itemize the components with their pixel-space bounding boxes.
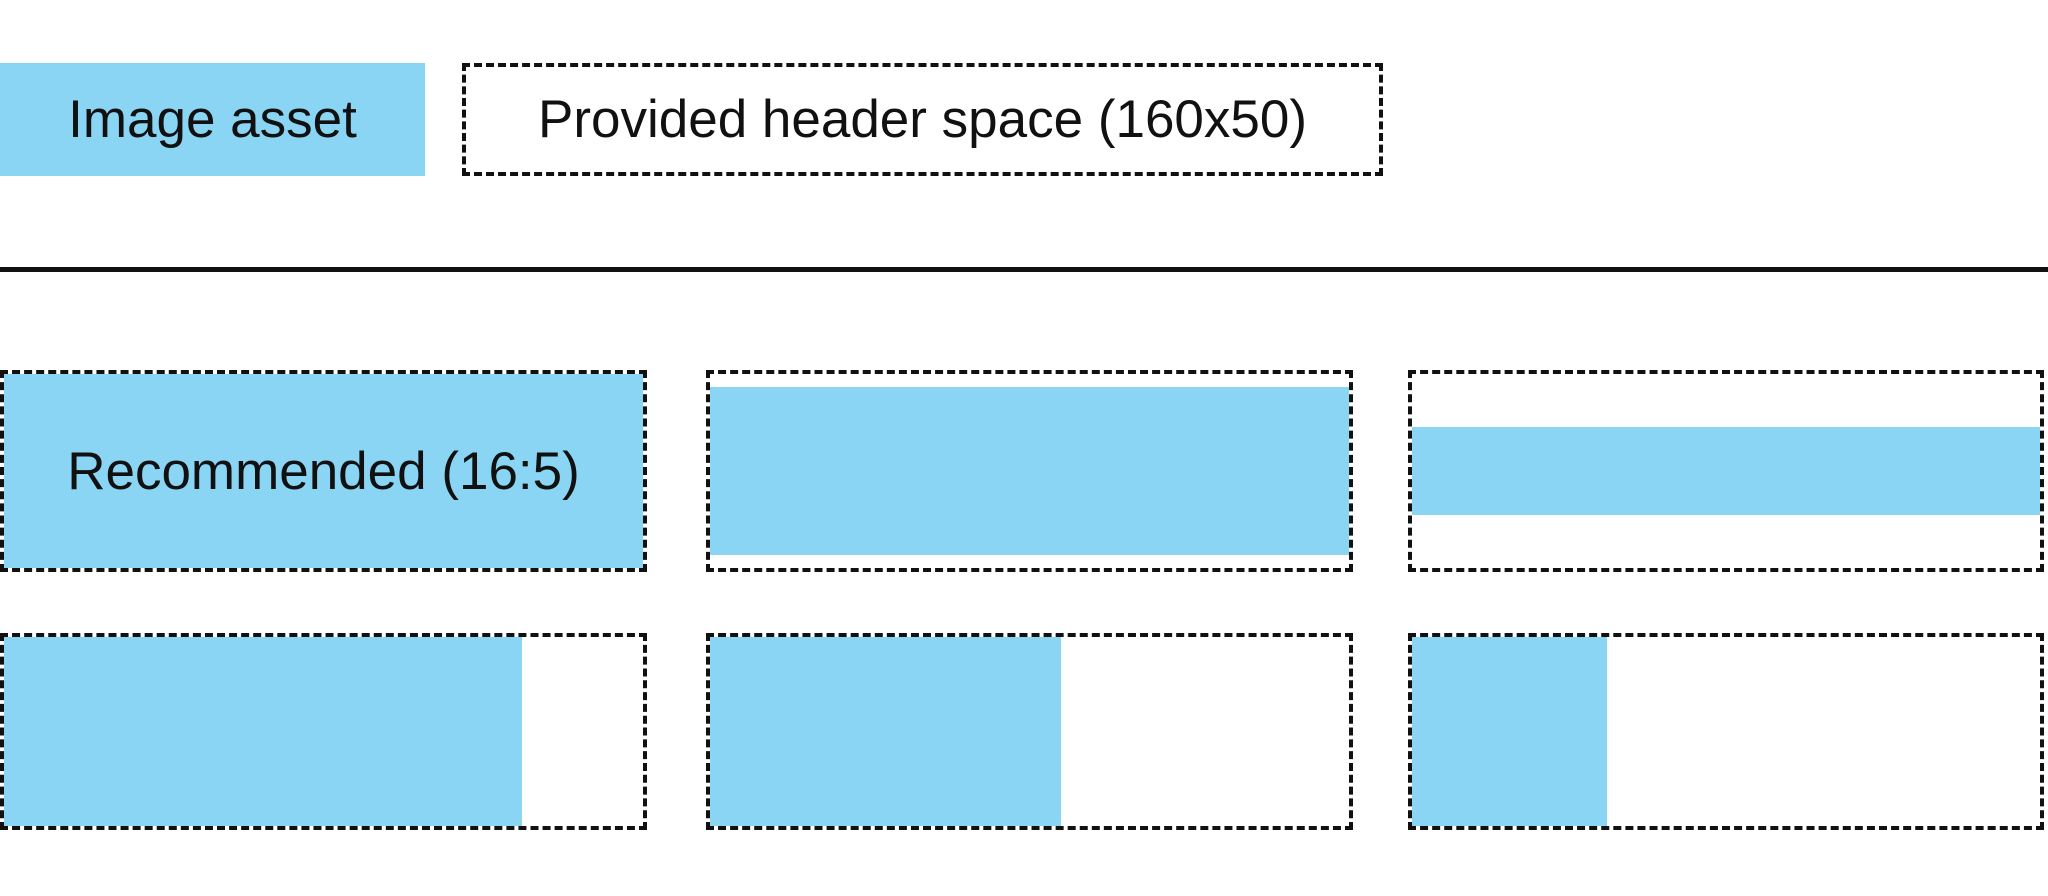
legend-provided-header-space-box: Provided header space (160x50) (462, 63, 1383, 176)
example-cell-narrow-asset-small (1408, 633, 2044, 830)
example-cell-recommended: Recommended (16:5) (0, 370, 647, 572)
legend-provided-header-space-label: Provided header space (160x50) (538, 90, 1307, 149)
image-asset-fill (1412, 427, 2040, 515)
image-asset-fill (710, 386, 1349, 556)
section-divider-line (0, 267, 2048, 272)
example-cell-narrow-asset-medium (706, 633, 1353, 830)
legend-image-asset-swatch: Image asset (0, 63, 425, 176)
example-cell-narrow-asset-large (0, 633, 647, 830)
legend-image-asset-label: Image asset (68, 90, 357, 149)
image-asset-fill (4, 637, 522, 826)
example-cell-extra-wide-asset (1408, 370, 2044, 572)
image-asset-fill (710, 637, 1062, 826)
example-cell-wide-asset (706, 370, 1353, 572)
image-asset-fill (4, 374, 643, 568)
image-asset-fill (1412, 637, 1607, 826)
